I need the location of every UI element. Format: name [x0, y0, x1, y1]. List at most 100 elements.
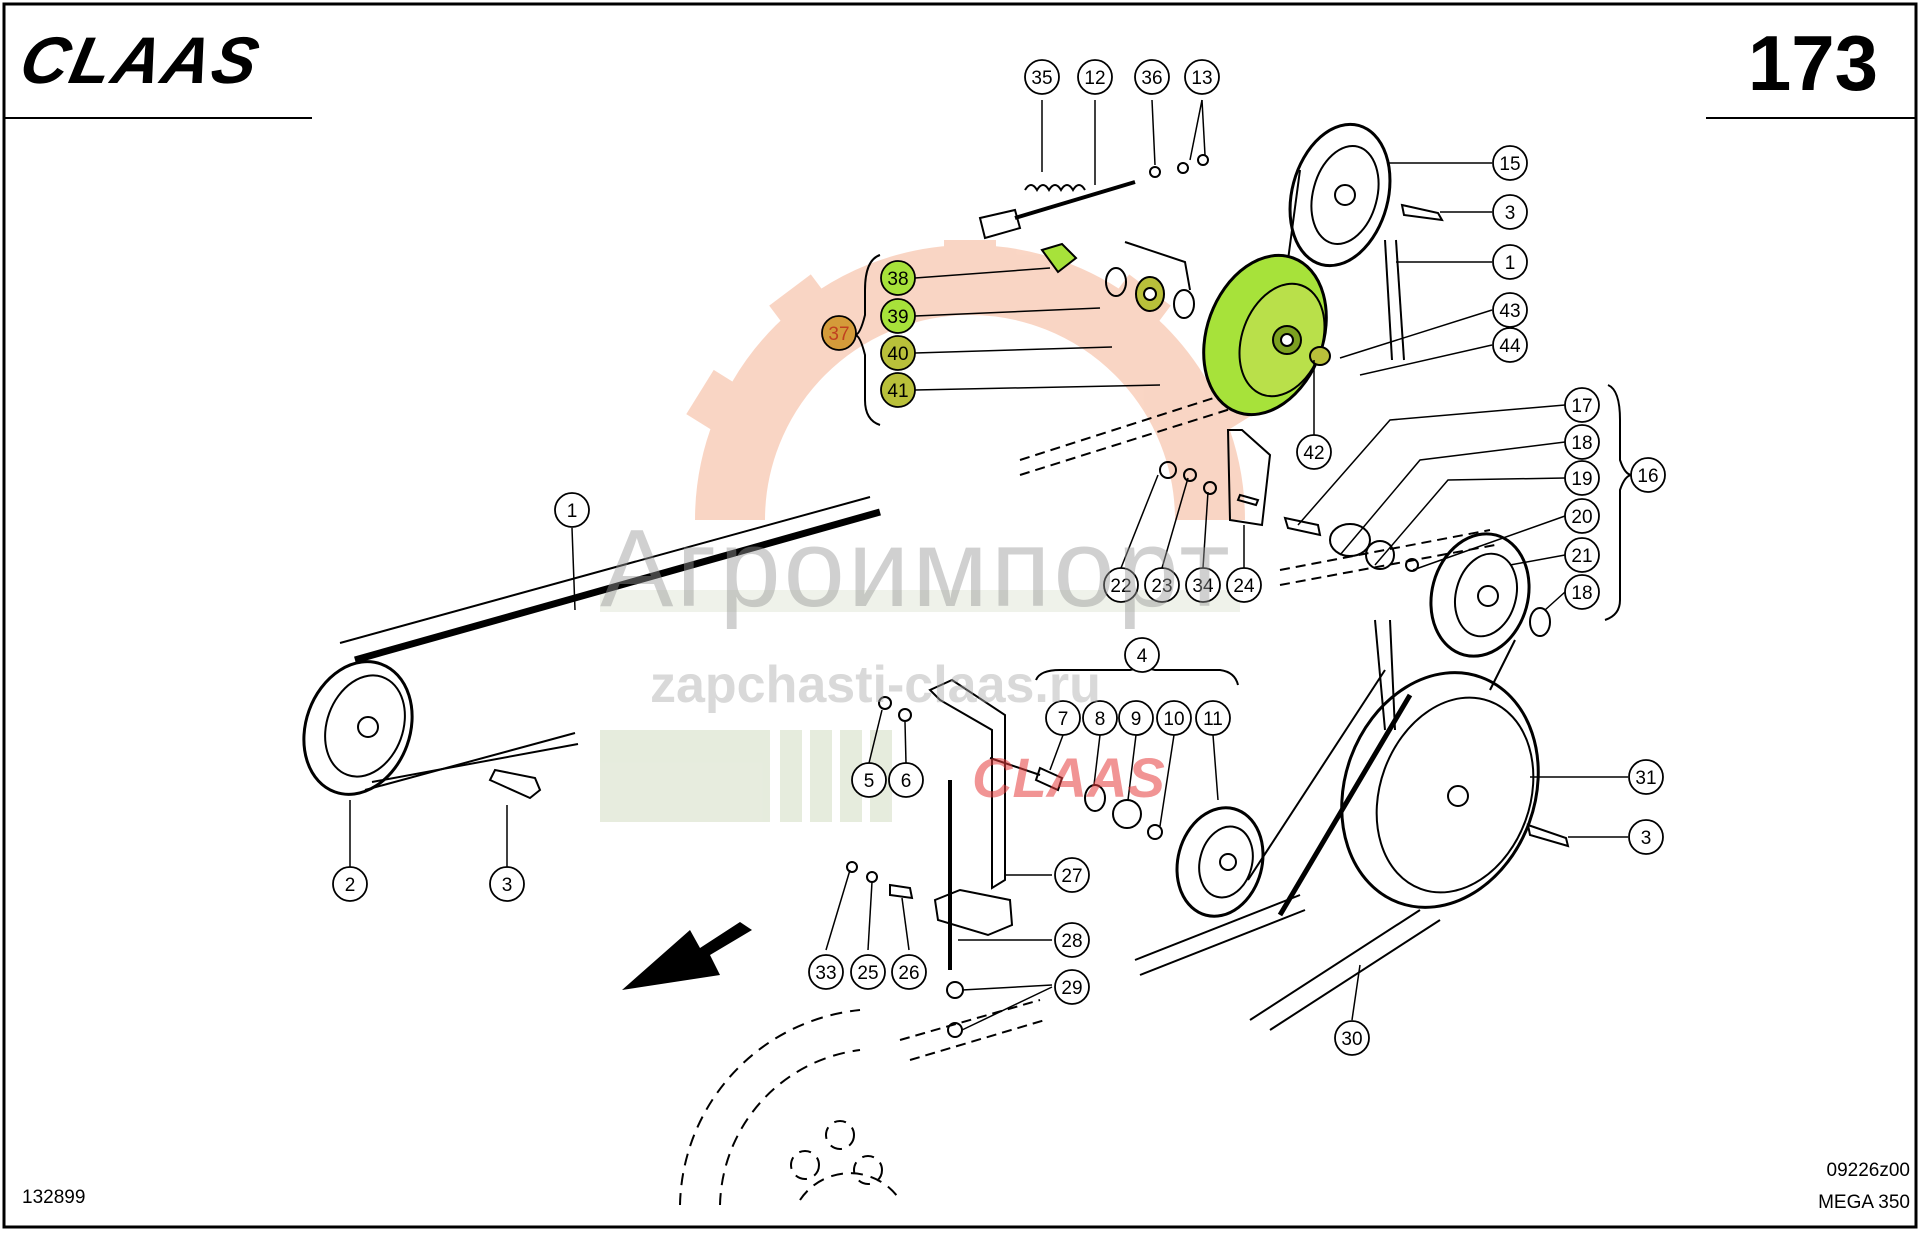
callout-40[interactable]: 40 [880, 335, 916, 371]
svg-text:8: 8 [1095, 709, 1106, 730]
callout-18-lower[interactable]: 18 [1564, 574, 1600, 610]
callout-12[interactable]: 12 [1077, 59, 1113, 95]
callout-28[interactable]: 28 [1054, 922, 1090, 958]
svg-text:12: 12 [1084, 68, 1105, 89]
callout-34[interactable]: 34 [1185, 567, 1221, 603]
callout-16[interactable]: 16 [1630, 457, 1666, 493]
callout-9[interactable]: 9 [1118, 700, 1154, 736]
svg-text:7: 7 [1058, 709, 1069, 730]
reference-code: 09226z00 [1826, 1160, 1910, 1181]
callout-3-right[interactable]: 3 [1628, 819, 1664, 855]
callout-30[interactable]: 30 [1334, 1020, 1370, 1056]
svg-text:3: 3 [1505, 203, 1516, 224]
svg-text:27: 27 [1061, 866, 1082, 887]
svg-text:25: 25 [857, 963, 878, 984]
svg-text:28: 28 [1061, 931, 1082, 952]
brand-logo: CLAAS [14, 23, 268, 97]
svg-text:19: 19 [1571, 469, 1592, 490]
part-38-bolt [1040, 242, 1078, 274]
svg-text:29: 29 [1061, 978, 1082, 999]
svg-text:40: 40 [887, 344, 908, 365]
svg-text:22: 22 [1110, 576, 1131, 597]
document-number: 132899 [22, 1187, 86, 1208]
svg-text:15: 15 [1499, 154, 1520, 175]
watermark-brand: CLAAS [972, 746, 1165, 809]
svg-text:5: 5 [864, 771, 875, 792]
callout-37[interactable]: 37 [821, 315, 857, 351]
svg-text:38: 38 [887, 269, 908, 290]
watermark-company: Агроимпорт [600, 507, 1233, 630]
machine-model: MEGA 350 [1818, 1192, 1910, 1213]
svg-text:20: 20 [1571, 507, 1592, 528]
callout-41[interactable]: 41 [880, 372, 916, 408]
svg-text:4: 4 [1137, 646, 1148, 667]
callout-7[interactable]: 7 [1045, 700, 1081, 736]
svg-text:39: 39 [887, 307, 908, 328]
callout-31[interactable]: 31 [1628, 759, 1664, 795]
callout-33[interactable]: 33 [808, 954, 844, 990]
callout-24[interactable]: 24 [1226, 567, 1262, 603]
leader-lines [349, 99, 1628, 1031]
callout-18-upper[interactable]: 18 [1564, 424, 1600, 460]
callout-26[interactable]: 26 [891, 954, 927, 990]
svg-text:23: 23 [1151, 576, 1172, 597]
svg-text:34: 34 [1192, 576, 1214, 597]
callout-1-left[interactable]: 1 [554, 492, 590, 528]
callout-27[interactable]: 27 [1054, 857, 1090, 893]
svg-text:42: 42 [1303, 443, 1324, 464]
callout-2[interactable]: 2 [332, 866, 368, 902]
highlighted-parts [1040, 242, 1331, 417]
svg-text:17: 17 [1571, 396, 1592, 417]
callout-35[interactable]: 35 [1024, 59, 1060, 95]
svg-text:33: 33 [815, 963, 836, 984]
svg-text:44: 44 [1499, 336, 1521, 357]
svg-text:3: 3 [502, 875, 513, 896]
callout-39[interactable]: 39 [880, 298, 916, 334]
callout-17[interactable]: 17 [1564, 387, 1600, 423]
callout-8[interactable]: 8 [1082, 700, 1118, 736]
svg-text:36: 36 [1141, 68, 1162, 89]
svg-text:26: 26 [898, 963, 919, 984]
callout-43[interactable]: 43 [1492, 292, 1528, 328]
watermark-gear [600, 240, 1254, 822]
callout-10[interactable]: 10 [1156, 700, 1192, 736]
callout-38[interactable]: 38 [880, 260, 916, 296]
callout-23[interactable]: 23 [1144, 567, 1180, 603]
callout-3-left[interactable]: 3 [489, 866, 525, 902]
svg-text:21: 21 [1571, 546, 1592, 567]
callout-19[interactable]: 19 [1564, 460, 1600, 496]
callout-42[interactable]: 42 [1296, 434, 1332, 470]
svg-text:43: 43 [1499, 301, 1520, 322]
callout-29[interactable]: 29 [1054, 969, 1090, 1005]
callout-44[interactable]: 44 [1492, 327, 1528, 363]
svg-text:6: 6 [901, 771, 912, 792]
svg-text:31: 31 [1635, 768, 1656, 789]
watermark-website: zapchasti-claas.ru [650, 656, 1101, 714]
callout-11[interactable]: 11 [1195, 700, 1231, 736]
svg-text:18: 18 [1571, 433, 1592, 454]
callout-6[interactable]: 6 [888, 762, 924, 798]
callout-21[interactable]: 21 [1564, 537, 1600, 573]
callout-3-top[interactable]: 3 [1492, 194, 1528, 230]
callout-5[interactable]: 5 [851, 762, 887, 798]
callout-13[interactable]: 13 [1184, 59, 1220, 95]
page-number: 173 [1747, 19, 1878, 107]
svg-text:13: 13 [1191, 68, 1212, 89]
svg-text:3: 3 [1641, 828, 1652, 849]
svg-text:35: 35 [1031, 68, 1052, 89]
callout-20[interactable]: 20 [1564, 498, 1600, 534]
svg-text:41: 41 [887, 381, 908, 402]
callout-4[interactable]: 4 [1124, 637, 1160, 673]
callout-1-top[interactable]: 1 [1492, 244, 1528, 280]
callout-15[interactable]: 15 [1492, 145, 1528, 181]
callout-22[interactable]: 22 [1103, 567, 1139, 603]
svg-text:1: 1 [567, 501, 578, 522]
svg-text:10: 10 [1163, 709, 1184, 730]
callout-36[interactable]: 36 [1134, 59, 1170, 95]
svg-text:9: 9 [1131, 709, 1142, 730]
callout-25[interactable]: 25 [850, 954, 886, 990]
